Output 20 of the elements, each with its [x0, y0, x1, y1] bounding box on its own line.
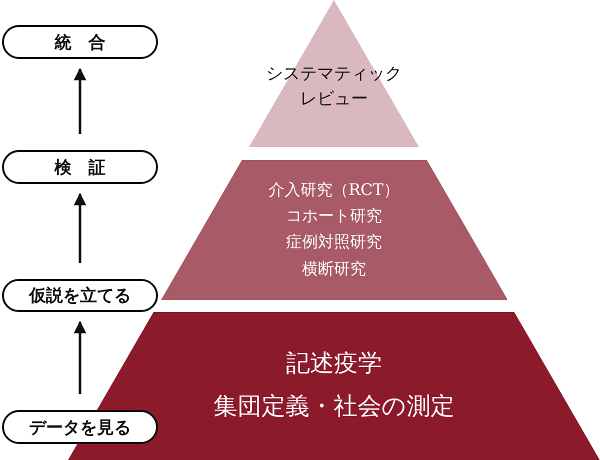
step-label: 統 合 [54, 32, 106, 54]
arrow [74, 192, 86, 263]
step-pill [2, 410, 158, 444]
step-pill [2, 279, 158, 312]
tier-label: 介入研究（RCT） [268, 179, 400, 201]
arrow [74, 68, 86, 134]
tier-label: コホート研究 [286, 205, 382, 228]
step-pill [2, 25, 158, 59]
step-label: 仮説を立てる [29, 285, 131, 307]
pyramid-tier [160, 160, 508, 300]
step-pill [2, 150, 158, 184]
step-label: データを見る [29, 416, 131, 438]
arrow [74, 320, 86, 394]
step-label: 検 証 [54, 156, 106, 178]
pyramid-apex [249, 0, 419, 147]
tier-label: 集団定義・社会の測定 [213, 390, 454, 422]
tier-label: 症例対照研究 [286, 231, 382, 254]
tier-label: 横断研究 [302, 258, 366, 280]
tier-label: 記述疫学 [286, 348, 382, 379]
tier-label: システマティックレビュー [264, 63, 403, 111]
